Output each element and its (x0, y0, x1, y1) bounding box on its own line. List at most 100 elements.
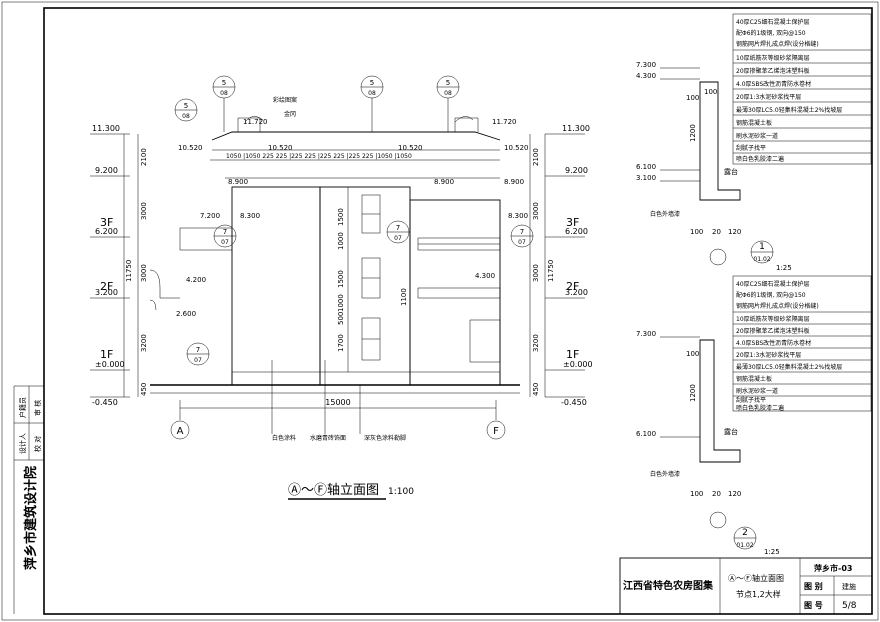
institute-name: 萍乡市建筑设计院 (23, 466, 39, 570)
right-dimension-chain: 2100 3000 3000 3200 450 11750 (529, 134, 555, 397)
note-brick-facing: 水磨青砖饰面 (310, 434, 346, 442)
title-block: 江西省特色农房图集 Ⓐ～Ⓕ轴立面图 节点1,2大样 萍乡市-03 图 别 建施 … (619, 557, 873, 615)
d1-dim-4: 100 (690, 228, 703, 236)
svg-text:5: 5 (184, 102, 188, 110)
level-left-6: -0.450 (92, 398, 118, 407)
d1-layer-10: 刷水泥砂浆一道 (736, 132, 778, 140)
svg-text:01.02: 01.02 (753, 256, 770, 263)
d1-level-2: 4.300 (636, 72, 656, 80)
inner-frame (43, 7, 873, 615)
detail-2-marker: 2 01.02 (733, 526, 757, 550)
right-dim-2: 3000 (532, 202, 540, 220)
callout-1: 5 08 (212, 75, 236, 99)
designer-label: 设计人 (18, 433, 27, 454)
d1-dim-5: 20 (712, 228, 721, 236)
axis-f-bubble: F (486, 420, 506, 440)
elevation-drawing: 11.300 9.200 6.200 3.200 ±0.000 -0.450 3… (90, 75, 593, 500)
proofreader-label: 校 对 (33, 436, 42, 452)
detail-1-layers: 40厚C25细石混凝土保护层 配Φ6的1级钢, 双向@150 钢筋网片焊扎成点焊… (733, 18, 871, 163)
drawing-sub: 节点1,2大样 (736, 589, 781, 599)
d1-dim-2: 100 (704, 88, 717, 96)
left-level-marks: 11.300 9.200 6.200 3.200 ±0.000 -0.450 3… (90, 124, 130, 407)
left-dim-3: 3000 (140, 264, 148, 282)
svg-text:5: 5 (446, 79, 450, 87)
svg-text:7: 7 (520, 228, 524, 236)
axis-a-bubble: A (170, 420, 190, 440)
d1-dim-6: 120 (728, 228, 741, 236)
d2-dim-3: 100 (690, 490, 703, 498)
right-dim-1: 2100 (532, 148, 540, 166)
svg-text:5: 5 (222, 79, 226, 87)
left-dimension-chain: 2100 3000 3000 3200 450 11750 (123, 134, 148, 397)
callout-5: 7 07 (386, 220, 410, 244)
inner-levels: 11.720 11.720 10.520 10.520 10.520 10.52… (176, 118, 529, 318)
d1-layer-9: 钢筋混凝土板 (736, 119, 772, 127)
svg-text:08: 08 (182, 113, 190, 120)
floor-1f-left: 1F (100, 348, 113, 361)
svg-text:A: A (177, 426, 184, 437)
sheet-no-value: 5/8 (842, 601, 857, 611)
inner-level-2: 11.720 (492, 118, 517, 126)
d2-layer-11: 刮腻子找平 (736, 396, 766, 404)
d2-layer-12: 喷白色乳胶漆二遍 (736, 404, 784, 412)
d1-level-4: 3.100 (636, 174, 656, 182)
d1-dim-1: 100 (686, 94, 699, 102)
drawing-name: Ⓐ～Ⓕ轴立面图 (728, 573, 784, 583)
svg-text:01.02: 01.02 (736, 542, 753, 549)
level-right-6: -0.450 (561, 398, 587, 407)
d1-level-1: 7.300 (636, 61, 656, 69)
win-dim-4: 1000 (337, 294, 345, 312)
d1-layer-2: 配Φ6的1级钢, 双向@150 (736, 29, 806, 37)
svg-text:07: 07 (394, 235, 402, 242)
right-level-marks: 11.300 9.200 6.200 3.200 ±0.000 -0.450 3… (545, 124, 593, 407)
level-left-3: 6.200 (95, 227, 118, 236)
d1-level-3: 6.100 (636, 163, 656, 171)
win-dim-5: 1700 (337, 334, 345, 352)
level-right-5: ±0.000 (563, 360, 593, 369)
d2-level-2: 6.100 (636, 430, 656, 438)
right-dim-6: 450 (532, 383, 540, 396)
note-ridge: 金冈 (284, 110, 296, 118)
project-name: 江西省特色农房图集 (623, 579, 714, 592)
win-dim-6: 500 (337, 312, 345, 325)
left-dim-6: 450 (140, 383, 148, 396)
svg-text:2: 2 (742, 528, 748, 538)
d1-layer-7: 20厚1:3水泥砂浆找平层 (736, 93, 801, 101)
detail-2: 40厚C25细石混凝土保护层 配Φ6的1级钢, 双向@150 钢筋网片焊扎成点焊… (636, 275, 872, 556)
svg-text:08: 08 (444, 90, 452, 97)
detail-1: 40厚C25细石混凝土保护层 配Φ6的1级钢, 双向@150 钢筋网片焊扎成点焊… (636, 13, 872, 272)
d2-dim-4: 20 (712, 490, 721, 498)
inner-level-14: 4.200 (186, 276, 206, 284)
inner-level-8: 8.900 (434, 178, 454, 186)
left-dim-1: 2100 (140, 148, 148, 166)
svg-text:7: 7 (396, 224, 400, 232)
inner-level-12: 7.200 (200, 212, 220, 220)
d2-layer-4: 10厚纸筋灰等级砂浆隔离层 (736, 315, 810, 323)
elevation-title: Ⓐ～Ⓕ轴立面图 (288, 483, 379, 498)
callout-6: 7 07 (213, 224, 237, 248)
floor-1f-right: 1F (566, 348, 579, 361)
level-right-4: 3.200 (565, 288, 588, 297)
svg-text:F: F (493, 426, 499, 437)
floor-3f-right: 3F (566, 216, 579, 229)
callout-2: 5 08 (360, 75, 384, 99)
callout-7: 7 07 (510, 224, 534, 248)
detail-1-marker: 1 01.02 (750, 240, 774, 264)
d2-layer-2: 配Φ6的1级钢, 双向@150 (736, 291, 806, 299)
level-left-5: ±0.000 (95, 360, 125, 369)
d2-room: 露台 (724, 427, 738, 436)
inner-level-6: 10.520 (504, 144, 529, 152)
detail-callouts: 5 08 5 08 5 08 5 08 (174, 75, 534, 366)
note-white-paint: 白色涂料 (272, 434, 296, 442)
svg-text:07: 07 (194, 357, 202, 364)
left-total-height: 11750 (125, 260, 133, 282)
d2-scale: 1:25 (764, 548, 780, 556)
d2-layer-9: 钢筋混凝土板 (736, 375, 772, 383)
d2-side-note: 白色外墙漆 (650, 470, 680, 478)
d1-layer-11: 刮腻子找平 (736, 144, 766, 152)
right-dim-3: 3000 (532, 264, 540, 282)
svg-text:07: 07 (221, 239, 229, 246)
reviewer-label: 审 核 (33, 400, 42, 416)
inner-level-4: 10.520 (398, 144, 423, 152)
